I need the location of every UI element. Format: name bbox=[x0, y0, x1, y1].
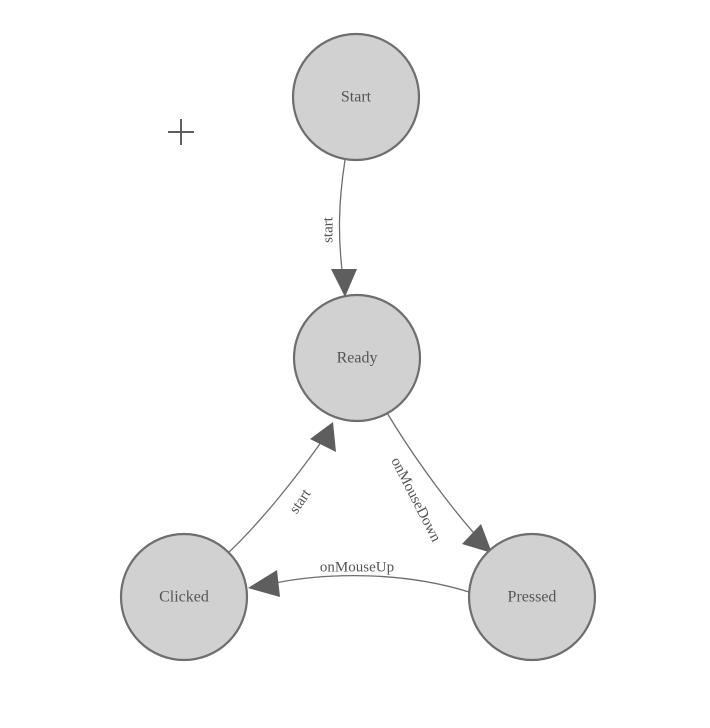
node-ready[interactable]: Ready bbox=[292, 293, 422, 423]
arrowhead-icon bbox=[310, 422, 336, 452]
node-pressed[interactable]: Pressed bbox=[467, 532, 597, 662]
node-shape[interactable] bbox=[292, 293, 422, 423]
edge-line bbox=[274, 575, 470, 593]
arrowhead-icon bbox=[248, 570, 280, 597]
node-clicked[interactable]: Clicked bbox=[119, 532, 249, 662]
node-shape[interactable] bbox=[467, 532, 597, 662]
edge-label-ready-to-pressed: onMouseDown bbox=[387, 455, 443, 545]
edge-label-pressed-to-clicked: onMouseUp bbox=[320, 559, 394, 575]
node-start[interactable]: Start bbox=[291, 32, 421, 162]
edge-label-clicked-to-ready: start bbox=[287, 486, 315, 517]
edge-label-start-to-ready: start bbox=[320, 216, 336, 243]
edge-line bbox=[385, 410, 482, 542]
edge-pressed-to-clicked[interactable]: onMouseUp bbox=[248, 559, 470, 597]
edge-clicked-to-ready[interactable]: start bbox=[227, 422, 336, 554]
edge-line bbox=[338, 159, 346, 279]
edge-start-to-ready[interactable]: start bbox=[320, 159, 357, 297]
edge-ready-to-pressed[interactable]: onMouseDown bbox=[385, 410, 492, 553]
arrowhead-icon bbox=[462, 524, 492, 553]
edge-line bbox=[227, 440, 323, 554]
node-shape[interactable] bbox=[119, 532, 249, 662]
crosshair-icon bbox=[168, 119, 194, 145]
node-shape[interactable] bbox=[291, 32, 421, 162]
arrowhead-icon bbox=[331, 269, 357, 297]
